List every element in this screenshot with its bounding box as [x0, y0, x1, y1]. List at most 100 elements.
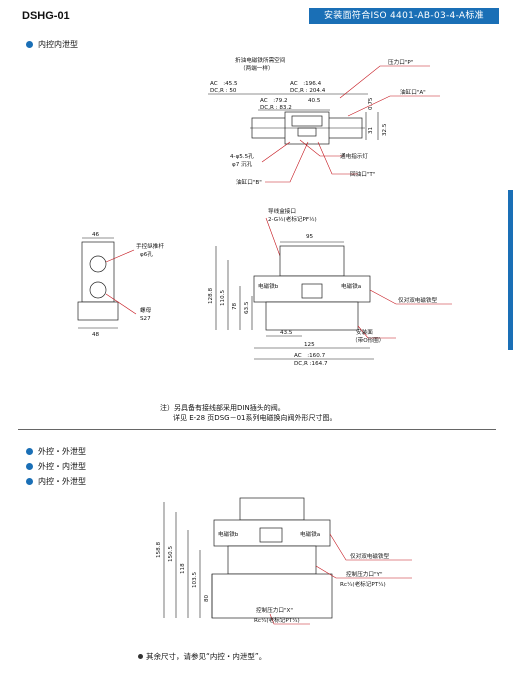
section-label-internal: 内控内泄型	[26, 39, 78, 50]
a-port-label: 油缸口"A"	[400, 88, 426, 96]
footer-note: 其余尺寸，请参见“内控・内泄型”。	[138, 651, 266, 662]
space-annotation: 折油电磁铁所需空间	[235, 56, 286, 64]
y-port-leader	[315, 565, 412, 579]
width-46: 46	[92, 232, 100, 238]
dim-32-5: 32.5	[382, 123, 388, 136]
side-view-drawing: 46 48 手控纵推杆 φ6孔 螺母 S27	[77, 232, 164, 338]
note-line-1: 注）另具备有接线部采用DIN插头的阀。	[160, 404, 285, 412]
section-divider	[18, 429, 496, 430]
side-circle	[89, 281, 107, 299]
bullet-icon	[26, 41, 33, 48]
y-port-spec: Rc¼(老标记PT¼)	[340, 580, 386, 588]
front-view-drawing: 导线盒接口 2-G½(老标记PF½) 95 电磁铁b 电磁铁a 128.8 11…	[208, 207, 452, 367]
section-label-text: 内控・外泄型	[38, 477, 86, 486]
height-150-5: 150.5	[168, 546, 174, 562]
bottom-center-box	[259, 527, 283, 543]
height-128-8: 128.8	[208, 288, 214, 304]
x-port-spec: Rc¼(老标记PT¼)	[254, 616, 300, 624]
dcr-dim-3: DC,R : 83.2	[260, 105, 292, 111]
model-code: DSHG-01	[22, 10, 70, 22]
nut-label: 螺母	[140, 306, 152, 314]
height-118: 118	[180, 563, 186, 574]
width-43-5: 43.5	[280, 330, 293, 336]
t-port-leader	[317, 141, 358, 175]
height-110-5: 110.5	[220, 290, 226, 306]
width-125: 125	[304, 342, 315, 348]
wire-port-spec: 2-G½(老标记PF½)	[268, 215, 317, 223]
double-leader	[369, 289, 452, 305]
dim-31: 31	[368, 126, 374, 134]
lamp-label: 通电指示灯	[340, 152, 368, 160]
dcr-dim-1: DC,R : 50	[210, 88, 237, 94]
ac-dim-3: AC :79.2	[260, 98, 288, 104]
section-label-text: 外控・内泄型	[38, 462, 86, 471]
hole-label: 4-φ5.5孔	[230, 152, 254, 160]
ac-dim: AC :160.7	[294, 353, 326, 359]
solenoid-a-label: 电磁铁a	[300, 530, 320, 538]
a-port-leader	[347, 95, 440, 117]
indicator	[297, 127, 317, 137]
pin-leader	[105, 249, 135, 263]
dim-0-75: 0.75	[368, 97, 374, 110]
top-view-drawing: 折油电磁铁所需空间 （两端一样） AC :45.5 DC,R : 50 AC :…	[208, 56, 440, 186]
y-port-label: 控制压力口"Y"	[346, 570, 383, 578]
b-port-leader	[265, 141, 309, 183]
bottom-pilot	[227, 545, 317, 575]
side-circle	[89, 255, 107, 273]
bottom-view-drawing: 电磁铁b 电磁铁a 158.8 150.5 118 103.5 80 仅对双电磁…	[156, 497, 412, 625]
front-center-box	[301, 283, 323, 299]
wire-port-leader	[265, 217, 281, 257]
height-158-8: 158.8	[156, 542, 162, 558]
o-ring-label: （带O形圈）	[352, 336, 384, 344]
bullet-icon	[138, 654, 143, 659]
front-upper	[279, 245, 345, 277]
front-base	[265, 301, 359, 331]
dcr-dim-2: DC,R : 204.4	[290, 88, 326, 94]
space-annotation-sub: （两端一样）	[240, 64, 274, 72]
section-label-text: 外控・外泄型	[38, 447, 86, 456]
notes: 注）另具备有接线部采用DIN插头的阀。 详见 E-28 页DSG－01系列电磁换…	[160, 403, 336, 423]
bullet-icon	[26, 463, 33, 470]
section-label-ext-int: 外控・内泄型	[26, 461, 86, 472]
height-103-5: 103.5	[192, 572, 198, 588]
height-78: 78	[232, 302, 238, 310]
nut-size-label: S27	[140, 316, 151, 322]
counterbore-label: φ7 沉孔	[232, 160, 253, 168]
only-double-label: 仅对双电磁铁型	[350, 552, 390, 560]
dcr-dim: DC,R :164.7	[294, 361, 328, 367]
wire-port-label: 导线盒接口	[268, 207, 296, 215]
t-port-label: 回油口"T"	[350, 170, 376, 178]
section-label-text: 内控内泄型	[38, 40, 78, 49]
solenoid-a-label: 电磁铁a	[341, 282, 361, 290]
p-port-label: 压力口"P"	[388, 58, 414, 66]
mount-face-label: 安装面	[356, 328, 373, 336]
ac-dim-1: AC :45.5	[210, 81, 238, 87]
width-95: 95	[306, 234, 314, 240]
standard-banner: 安装面符合ISO 4401-AB-03-4-A标准	[309, 8, 499, 24]
footer-text: 其余尺寸，请参见“内控・内泄型”。	[146, 652, 267, 661]
x-port-leader	[269, 613, 310, 625]
height-80: 80	[204, 594, 210, 602]
dim-40-5: 40.5	[308, 98, 321, 104]
section-label-ext-ext: 外控・外泄型	[26, 446, 86, 457]
pin-hole-label: φ6孔	[140, 250, 153, 258]
mount-leader	[357, 325, 396, 339]
double-leader	[329, 533, 412, 561]
solenoid-b-label: 电磁铁b	[218, 530, 239, 538]
width-48: 48	[92, 332, 100, 338]
note-line-2: 详见 E-28 页DSG－01系列电磁换向阀外形尺寸图。	[173, 414, 337, 422]
height-63-5: 63.5	[244, 301, 250, 314]
bullet-icon	[26, 448, 33, 455]
p-port-leader	[339, 65, 430, 99]
hole-leader	[261, 141, 291, 163]
solenoid-b-label: 电磁铁b	[258, 282, 279, 290]
ac-dim-2: AC :196.4	[290, 81, 322, 87]
side-base	[77, 301, 119, 321]
bottom-upper	[239, 497, 305, 521]
only-double-label: 仅对双电磁铁型	[398, 296, 438, 304]
bullet-icon	[26, 478, 33, 485]
nut-leader	[105, 293, 137, 315]
connector	[291, 115, 323, 127]
b-port-label: 油缸口"B"	[236, 178, 262, 186]
section-label-int-ext: 内控・外泄型	[26, 476, 86, 487]
